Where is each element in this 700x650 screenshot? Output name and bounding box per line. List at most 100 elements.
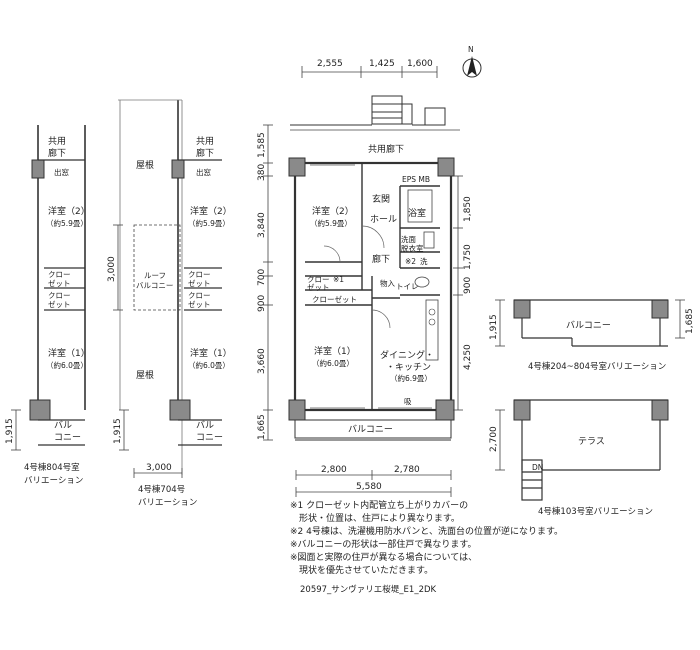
v704-roof-balcony-1: ルーフ <box>144 271 166 280</box>
top-dim-1: 2,555 <box>317 59 343 69</box>
washroom-label-2: 脱衣室 <box>401 243 424 253</box>
variation-804: 共用 廊下 出窓 洋室（2） （約5.9畳） クロー ゼット クロー ゼット 洋… <box>5 125 90 486</box>
v704-closet-a1: クロー <box>188 270 211 279</box>
main-plan: 共用廊下 EPS MB 洋室（2） （約5.9畳） 玄関 ホール 浴室 洗面 脱… <box>257 124 473 497</box>
v704-dim-width: 3,000 <box>146 463 172 473</box>
v704-corridor-1: 共用 <box>196 136 214 147</box>
hallway-label: 廊下 <box>372 253 390 265</box>
v804-dim-bottom: 1,915 <box>5 418 15 444</box>
v204-caption: 4号棟204~804号室バリエーション <box>528 361 666 372</box>
v704-caption-1: 4号棟704号 <box>138 484 185 495</box>
v804-caption-2: バリエーション <box>24 476 83 486</box>
note-line-2: 形状・位置は、住戸により異なります。 <box>290 514 460 524</box>
hall-label: ホール <box>370 214 397 225</box>
v804-caption-1: 4号棟804号室 <box>24 462 80 473</box>
main-dim-right-1: 1,850 <box>463 196 473 222</box>
v103-dim-left: 2,700 <box>489 426 499 452</box>
toilet-label: トイレ <box>396 282 419 291</box>
v804-western2-area: （約5.9畳） <box>46 218 88 228</box>
closet1-label-b: ゼット <box>307 282 330 292</box>
v103-caption: 4号棟103号室バリエーション <box>538 506 653 517</box>
v704-balcony-1: バル <box>196 420 214 431</box>
bath-label: 浴室 <box>408 207 426 219</box>
main-dim-left-4: 700 <box>257 269 267 286</box>
main-dim-bottom-1: 2,800 <box>321 465 347 475</box>
washroom-label-1: 洗面 <box>401 234 416 244</box>
note-line-1: ※1 クローゼット内配管立ち上がりカバーの <box>290 501 469 511</box>
top-dim-3: 1,600 <box>407 59 433 69</box>
north-label: N <box>468 45 474 54</box>
stair-block <box>290 95 446 126</box>
top-dim-2: 1,425 <box>369 59 395 69</box>
north-arrow-icon <box>462 56 482 78</box>
note1-mark: ※1 <box>333 275 344 284</box>
v704-closet-b2: ゼット <box>188 299 211 309</box>
main-dim-bottom-2: 2,780 <box>394 465 420 475</box>
v804-closet-a2: ゼット <box>48 278 71 288</box>
entrance-label: 玄関 <box>372 193 390 205</box>
main-dim-right-3: 900 <box>463 277 473 294</box>
v704-balcony-2: コニー <box>196 433 223 443</box>
variation-103: テラス DN 2,700 4号棟103号室バリエーション <box>489 399 669 517</box>
wash-label: 洗 <box>420 256 428 266</box>
v204-dim-right: 1,685 <box>685 308 695 334</box>
main-dim-left-2: 380 <box>257 164 267 181</box>
top-dimension-line <box>301 66 438 78</box>
main-dim-left-5: 900 <box>257 295 267 312</box>
intake-label: 吸 <box>404 397 412 406</box>
v804-closet-a1: クロー <box>48 270 71 279</box>
v704-corridor-2: 廊下 <box>196 147 214 159</box>
v804-balcony-1: バル <box>54 420 72 431</box>
main-dim-left-7: 1,665 <box>257 414 267 440</box>
v704-western1-area: （約6.0畳） <box>188 360 230 370</box>
note-line-5: ※図面と実際の住戸が異なる場合については、 <box>290 553 478 563</box>
main-dim-bottom-total: 5,580 <box>356 482 382 492</box>
plan-code: 20597_サンヴァリエ桜堤_E1_2DK <box>300 585 437 595</box>
v103-dn: DN <box>532 463 543 472</box>
dining-label: ダイニング・ <box>380 349 434 361</box>
v804-western1: 洋室（1） <box>48 347 90 359</box>
v103-terrace: テラス <box>578 436 605 447</box>
v704-dim-mid: 3,000 <box>107 256 117 282</box>
kitchen-label: ・キッチン <box>386 362 431 373</box>
v204-dim-left: 1,915 <box>489 314 499 340</box>
v704-caption-2: バリエーション <box>138 498 197 508</box>
western2-area: （約5.9畳） <box>310 218 352 228</box>
note2-mark: ※2 <box>405 257 416 266</box>
v804-exit: 出窓 <box>54 167 69 177</box>
western1-label: 洋室（1） <box>314 345 356 357</box>
variation-704: 屋根 共用 廊下 出窓 洋室（2） （約5.9畳） ルーフ バルコニー クロー … <box>107 99 232 508</box>
main-dim-right-2: 1,750 <box>463 244 473 270</box>
v704-western2-area: （約5.9畳） <box>188 218 230 228</box>
main-dim-left-1: 1,585 <box>257 132 267 158</box>
western1-area: （約6.0畳） <box>312 358 354 368</box>
v704-roof-balcony-2: バルコニー <box>136 281 173 290</box>
storage-label: 物入 <box>380 278 395 288</box>
v204-balcony: バルコニー <box>566 320 611 331</box>
note-line-6: 現状を優先させていただきます。 <box>290 566 434 576</box>
v704-roof-bottom: 屋根 <box>136 369 154 381</box>
v804-corridor-2: 廊下 <box>48 147 66 159</box>
variation-204: バルコニー 1,915 1,685 4号棟204~804号室バリエーション <box>489 299 695 372</box>
v704-closet-a2: ゼット <box>188 278 211 288</box>
v804-western1-area: （約6.0畳） <box>46 360 88 370</box>
v704-western2: 洋室（2） <box>190 205 232 217</box>
v704-roof-top: 屋根 <box>136 159 154 171</box>
main-dim-left-3: 3,840 <box>257 212 267 238</box>
eps-label: EPS MB <box>402 175 430 184</box>
v804-western2: 洋室（2） <box>48 205 90 217</box>
v804-closet-b1: クロー <box>48 291 71 300</box>
main-dim-right-4: 4,250 <box>463 344 473 370</box>
v704-dim-bottom: 1,915 <box>113 418 123 444</box>
corridor-label: 共用廊下 <box>368 143 404 155</box>
v704-exit: 出窓 <box>196 167 211 177</box>
v704-closet-b1: クロー <box>188 291 211 300</box>
v704-western1: 洋室（1） <box>190 347 232 359</box>
main-dim-left-6: 3,660 <box>257 348 267 374</box>
dk-area: （約6.9畳） <box>390 373 432 383</box>
western2-label: 洋室（2） <box>312 205 354 217</box>
closet2-label: クローゼット <box>312 294 357 304</box>
balcony-label: バルコニー <box>348 424 393 435</box>
v804-corridor-1: 共用 <box>48 136 66 147</box>
